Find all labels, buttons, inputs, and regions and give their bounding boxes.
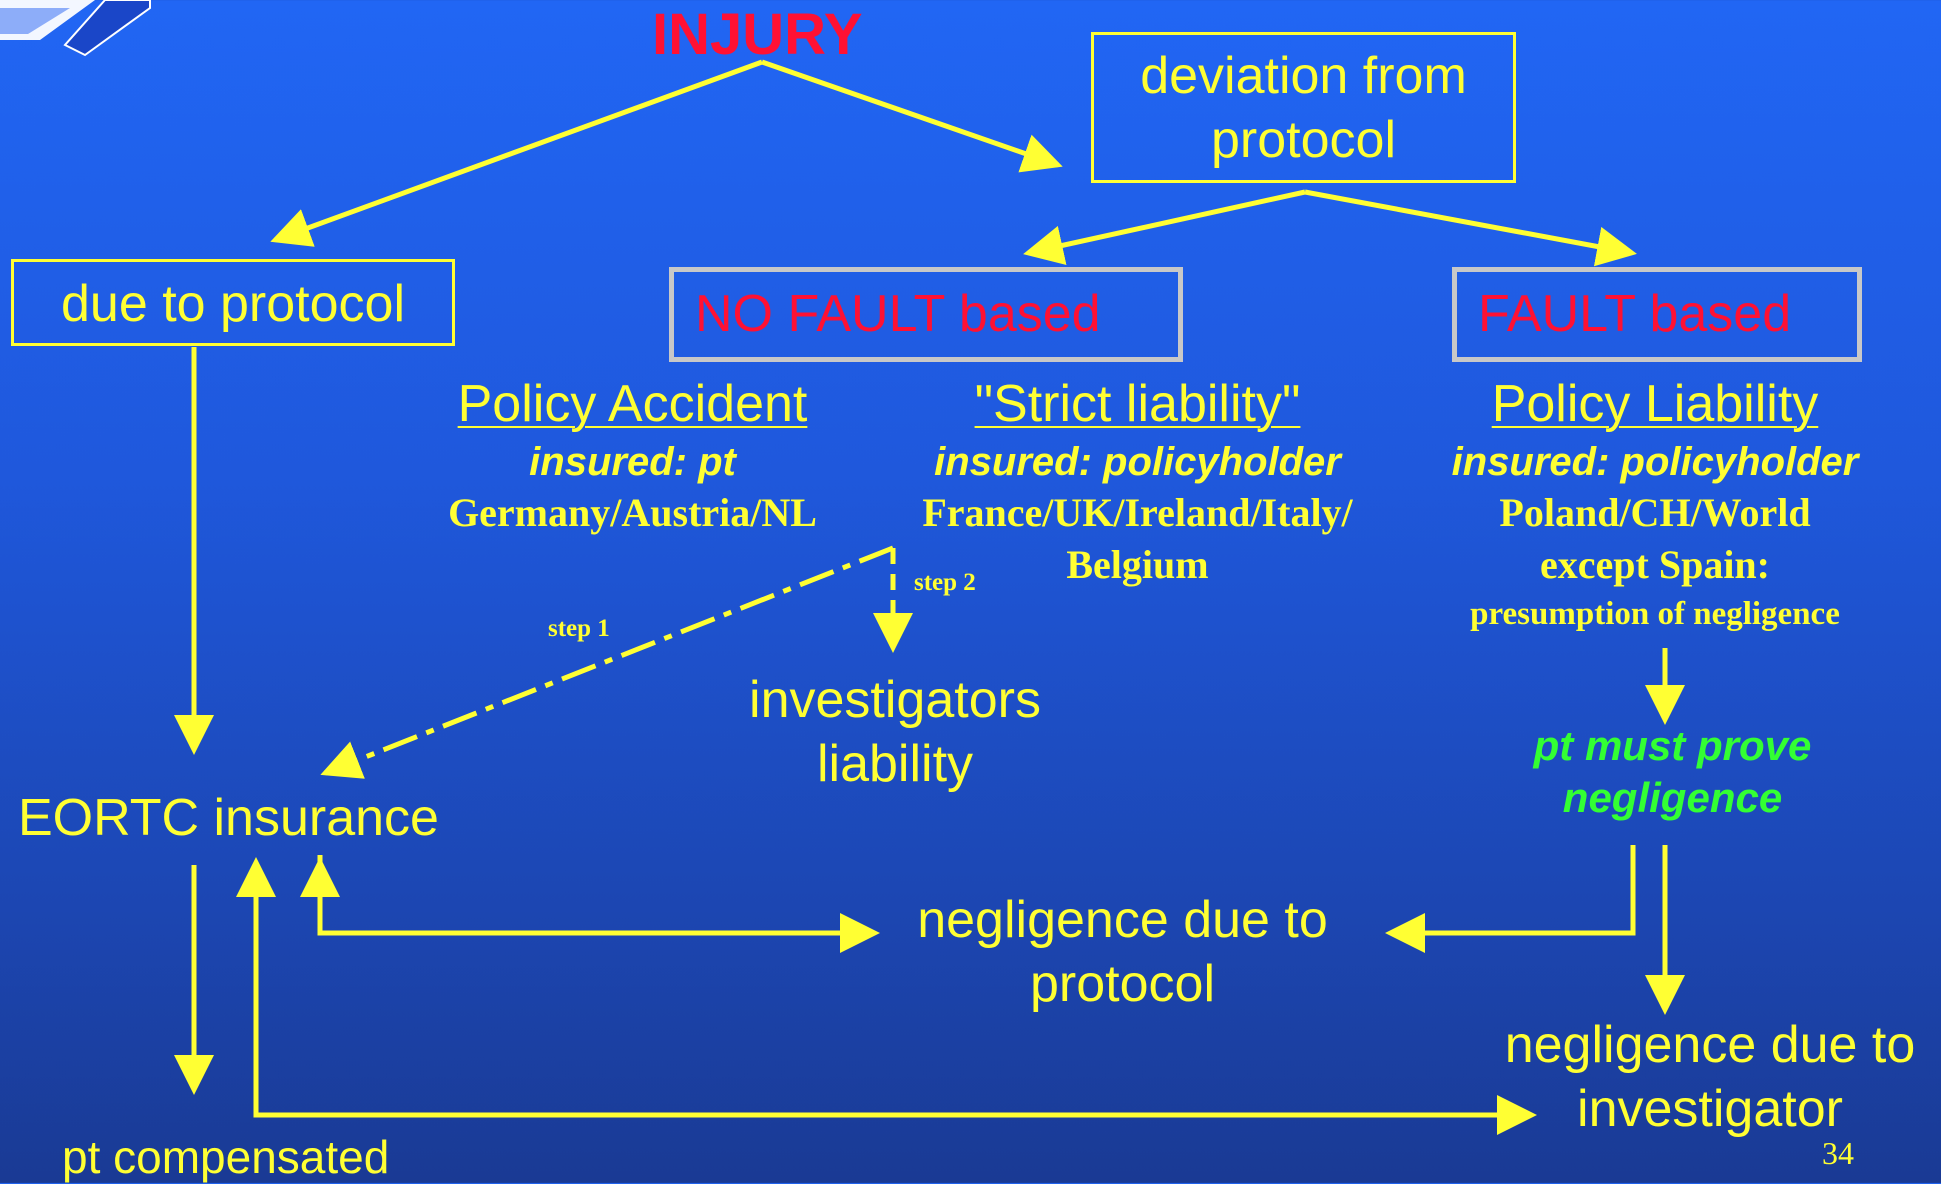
policy-accident-heading: Policy Accident	[457, 375, 808, 433]
policy-accident-insured: insured: pt	[529, 440, 736, 484]
policy-liability-insured: insured: policyholder	[1451, 440, 1859, 484]
arrow-prove-to-negligence-protocol	[1385, 845, 1636, 953]
arrow-injury-to-deviation	[761, 59, 1063, 173]
arrow-step1	[320, 545, 894, 779]
investigators-liability-label: investigators liability	[749, 671, 1041, 793]
slide-title: INJURY	[652, 2, 863, 67]
strict-liability-insured: insured: policyholder	[934, 440, 1341, 484]
policy-liability-heading: Policy Liability	[1491, 375, 1819, 433]
negligence-investigator-label: negligence due to investigator	[1504, 1016, 1916, 1138]
policy-accident-countries: Germany/Austria/NL	[448, 490, 817, 535]
logo-mark	[0, 0, 151, 57]
fault-box	[1452, 267, 1862, 362]
deviation-label: deviation from protocol	[1140, 47, 1467, 169]
no-fault-box	[669, 267, 1183, 362]
pt-must-prove-label: pt must prove negligence	[1533, 722, 1812, 821]
fault-label: FAULT based	[1478, 285, 1792, 343]
arrow-injury-to-due	[270, 59, 763, 247]
due-to-protocol-box	[11, 259, 455, 346]
due-to-protocol-label: due to protocol	[60, 275, 406, 333]
policy-liability-note: presumption of negligence	[1470, 596, 1840, 632]
arrow-eortc-negligence-protocol	[317, 855, 880, 953]
deviation-box	[1091, 32, 1516, 183]
strict-liability-countries: France/UK/Ireland/Italy/ Belgium	[922, 490, 1353, 587]
no-fault-label: NO FAULT based	[695, 285, 1101, 343]
arrow-deviation-to-nofault	[1023, 189, 1306, 266]
strict-liability-heading: "Strict liability"	[974, 375, 1301, 433]
negligence-protocol-label: negligence due to protocol	[917, 891, 1328, 1013]
step1-label: step 1	[548, 615, 610, 642]
page-number: 34	[1822, 1135, 1854, 1171]
eortc-insurance-label: EORTC insurance	[18, 789, 439, 847]
pt-compensated-label: pt compensated	[62, 1131, 390, 1183]
step2-label: step 2	[914, 569, 976, 596]
arrow-deviation-to-fault	[1304, 189, 1637, 267]
policy-liability-countries: Poland/CH/World except Spain:	[1499, 490, 1811, 587]
